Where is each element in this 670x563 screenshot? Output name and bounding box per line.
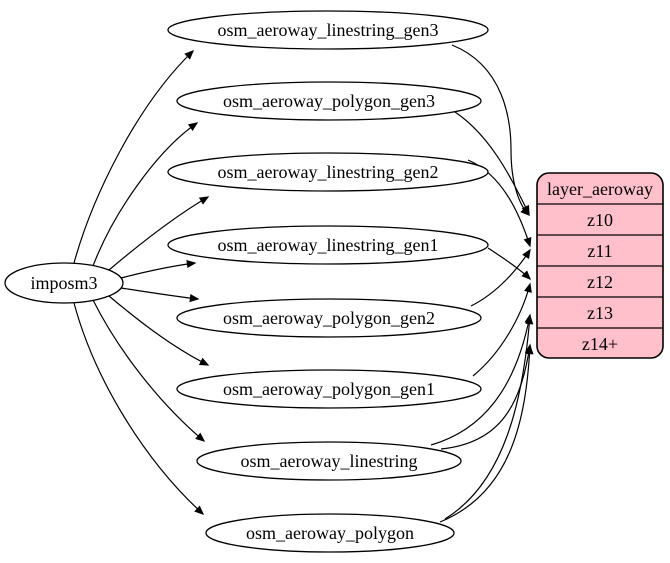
edge-imposm3-to-osm-aeroway-linestring bbox=[92, 299, 206, 442]
node-label: osm_aeroway_polygon_gen2 bbox=[223, 308, 435, 328]
edge-imposm3-to-osm-aeroway-linestring-gen3 bbox=[73, 49, 195, 264]
node-osm-aeroway-linestring-gen1: osm_aeroway_linestring_gen1 bbox=[167, 225, 489, 265]
node-osm-aeroway-polygon: osm_aeroway_polygon bbox=[205, 513, 455, 553]
node-imposm3: imposm3 bbox=[4, 262, 124, 304]
edge-imposm3-to-osm-aeroway-polygon-gen2 bbox=[120, 287, 200, 303]
record-row-z11: z11 bbox=[587, 241, 612, 261]
edges-from-source bbox=[73, 49, 210, 515]
node-imposm3-shape bbox=[4, 262, 124, 304]
edge-imposm3-to-osm-aeroway-linestring-gen1 bbox=[120, 260, 197, 279]
node-label: osm_aeroway_polygon bbox=[246, 523, 414, 543]
edge-polygon-gen2-to-z11 bbox=[470, 248, 531, 307]
edge-imposm3-to-osm-aeroway-polygon-gen3 bbox=[92, 122, 199, 267]
node-shape bbox=[176, 81, 482, 121]
node-osm-aeroway-linestring-gen2: osm_aeroway_linestring_gen2 bbox=[167, 152, 489, 192]
edge-polygon-gen3-to-z10 bbox=[454, 111, 530, 216]
node-label: osm_aeroway_polygon_gen1 bbox=[223, 379, 435, 399]
node-osm-aeroway-polygon-gen3: osm_aeroway_polygon_gen3 bbox=[176, 81, 482, 121]
node-shape bbox=[176, 369, 482, 409]
edge-linestring-to-z13 bbox=[430, 313, 533, 446]
edge-imposm3-to-osm-aeroway-linestring-gen2 bbox=[108, 196, 210, 271]
node-osm-aeroway-linestring-gen3: osm_aeroway_linestring_gen3 bbox=[167, 10, 489, 50]
node-label: osm_aeroway_linestring_gen1 bbox=[218, 235, 439, 255]
edge-linestring-to-z14 bbox=[440, 343, 533, 450]
node-osm-aeroway-linestring: osm_aeroway_linestring bbox=[196, 441, 462, 481]
record-row-z13: z13 bbox=[587, 303, 613, 323]
record-row-z14: z14+ bbox=[582, 334, 618, 354]
node-imposm3-label: imposm3 bbox=[30, 273, 97, 293]
record-row-z10: z10 bbox=[587, 210, 613, 230]
node-label: osm_aeroway_polygon_gen3 bbox=[223, 91, 435, 111]
record-title: layer_aeroway bbox=[547, 179, 653, 199]
node-osm-aeroway-polygon-gen2: osm_aeroway_polygon_gen2 bbox=[176, 298, 482, 338]
edge-linestring-gen3-to-z10 bbox=[451, 44, 531, 217]
edge-polygon-gen1-to-z12 bbox=[472, 282, 532, 377]
layer-aeroway-record: layer_aeroway z10 z11 z12 z13 z14+ bbox=[536, 172, 664, 359]
edge-linestring-gen1-to-z12 bbox=[487, 247, 532, 281]
node-shape bbox=[205, 513, 455, 553]
node-label: osm_aeroway_linestring_gen2 bbox=[218, 162, 439, 182]
node-shape bbox=[196, 441, 462, 481]
node-shape bbox=[176, 298, 482, 338]
node-shape bbox=[167, 152, 489, 192]
node-shape bbox=[167, 10, 489, 50]
node-osm-aeroway-polygon-gen1: osm_aeroway_polygon_gen1 bbox=[176, 369, 482, 409]
node-label: osm_aeroway_linestring_gen3 bbox=[218, 20, 439, 40]
node-shape bbox=[167, 225, 489, 265]
record-row-z12: z12 bbox=[587, 272, 613, 292]
node-label: osm_aeroway_linestring bbox=[241, 451, 418, 471]
edge-polygon-to-z14 bbox=[439, 344, 534, 523]
edge-imposm3-to-osm-aeroway-polygon-gen1 bbox=[108, 295, 210, 366]
edges-to-layer bbox=[430, 44, 534, 523]
edge-imposm3-to-osm-aeroway-polygon bbox=[73, 302, 205, 515]
